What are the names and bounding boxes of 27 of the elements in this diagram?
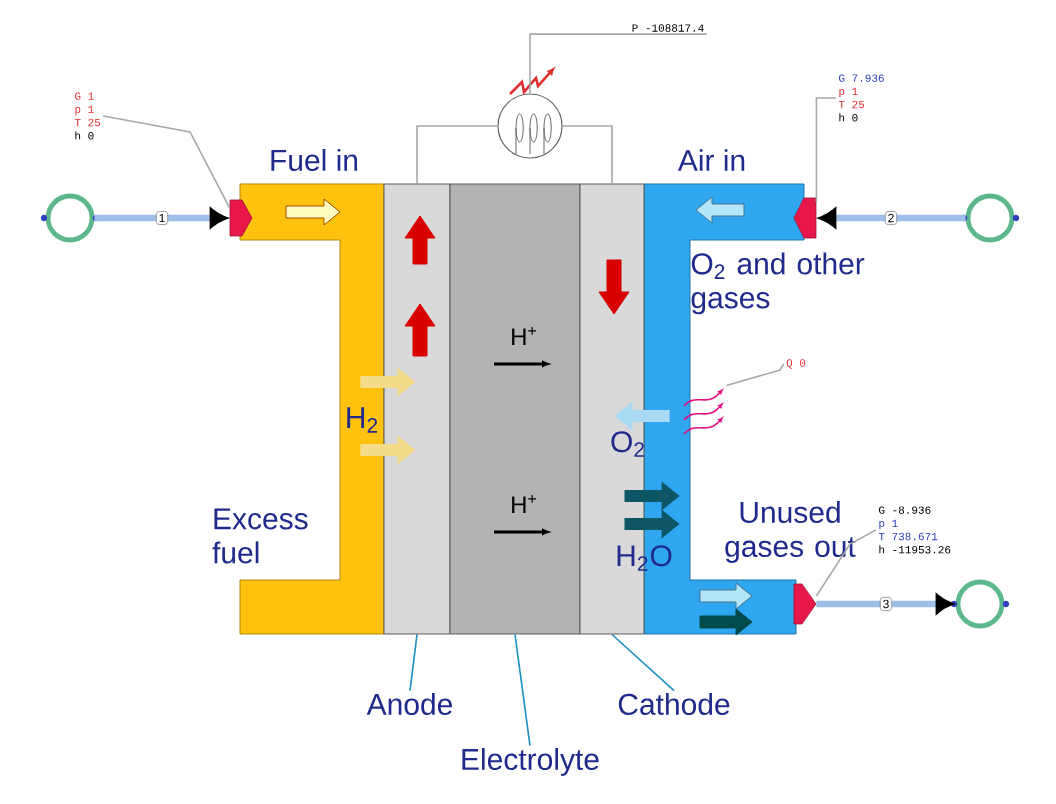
boundary-ring [950,579,1010,629]
part-label: Anode [366,692,452,715]
species-label: H$^{+}$ [512,327,537,345]
part-label: Cathode [618,692,730,715]
wire [416,125,499,185]
wire [561,125,613,185]
leader-line [102,115,231,209]
connector [819,208,966,228]
leader-line [815,97,837,203]
leader-line [815,529,877,597]
cathode-layer [579,183,645,635]
leader-line [409,633,418,692]
leader-line [611,633,675,692]
leader-line [514,633,531,747]
boundary-ring [40,193,100,243]
species-label: O$_{2}$ [611,431,644,457]
electrolyte-layer [449,183,581,635]
channel-label: Air in [677,149,745,171]
boundary-ring [960,193,1020,243]
anode-layer [383,183,451,635]
species-label: H$^{+}$ [512,495,537,513]
channel-label: Fuel in [271,149,358,171]
part-label: Electrolyte [462,748,599,776]
connector [816,594,953,614]
connector [94,208,227,228]
leader-line [529,33,708,95]
lamp-symbol [497,68,563,159]
